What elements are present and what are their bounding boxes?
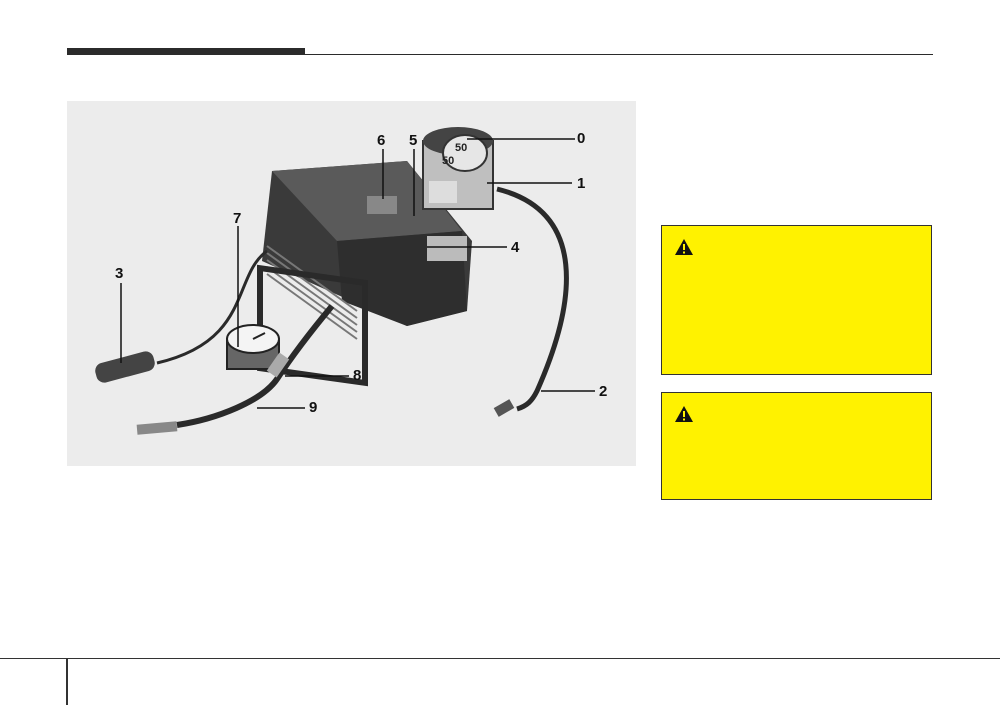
header-bar-thick — [67, 48, 305, 55]
callout-1: 1 — [577, 175, 586, 192]
tire-mobility-kit-illustration: 50 50 — [67, 101, 636, 466]
footer-rule — [0, 658, 1000, 659]
sealant-bottle: 50 50 — [422, 127, 494, 210]
warning-box-1 — [661, 225, 932, 375]
dial-text-side: 50 — [442, 155, 454, 167]
power-cable — [156, 249, 268, 365]
callout-7: 7 — [233, 210, 242, 227]
power-plug — [95, 351, 155, 383]
callout-5: 5 — [409, 132, 418, 149]
pressure-gauge — [226, 324, 280, 370]
footer-divider — [66, 658, 68, 705]
callout-3: 3 — [115, 265, 124, 282]
callout-8: 8 — [353, 367, 362, 384]
warning-box-2 — [661, 392, 932, 500]
kit-drawing: 50 50 — [95, 127, 595, 435]
hose-valve — [266, 352, 290, 378]
callout-9: 9 — [309, 399, 318, 416]
header-rule — [67, 54, 933, 55]
hose-nozzle — [493, 399, 515, 417]
sealant-hose — [496, 186, 569, 412]
warning-triangle-icon — [675, 406, 693, 422]
callout-4: 4 — [511, 239, 520, 256]
callout-leaders — [120, 138, 595, 409]
callout-2: 2 — [599, 383, 608, 400]
hose-end-fitting — [136, 421, 178, 435]
callout-6: 6 — [377, 132, 386, 149]
dial-text-top: 50 — [455, 142, 467, 154]
warning-triangle-icon — [675, 239, 693, 255]
callout-0: 0 — [577, 130, 586, 147]
air-hose — [176, 304, 335, 428]
